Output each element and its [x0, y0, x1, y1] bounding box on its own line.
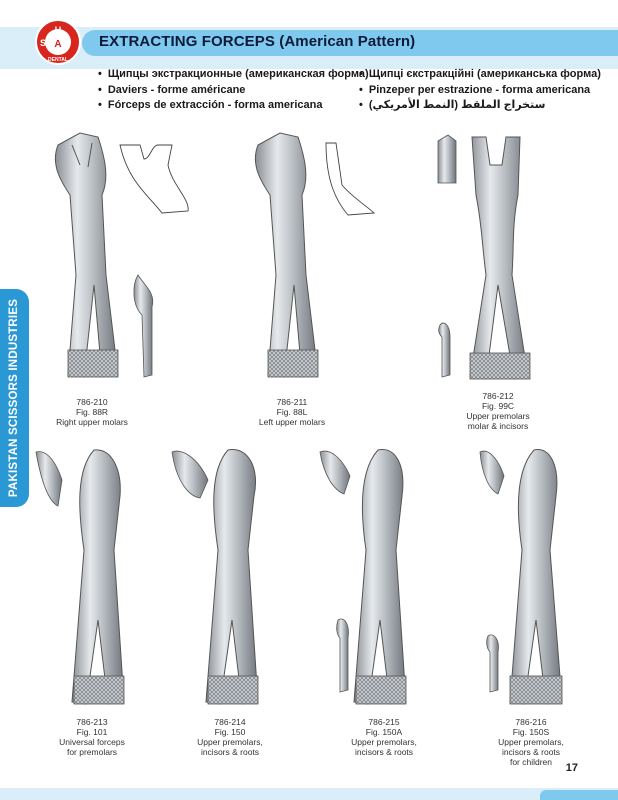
product-code: 786-210 — [76, 397, 108, 407]
side-tab — [0, 289, 29, 507]
bullet-item: Щипці єкстракційні (американська форма) — [359, 67, 601, 83]
bullet-item: Щипцы экстракционные (американская форма… — [98, 67, 369, 83]
forceps-image — [254, 132, 376, 378]
bullet-item: Fórceps de extracción - forma americana — [98, 98, 369, 114]
product-fig: Fig. 88L — [276, 407, 308, 417]
product-786-211 — [240, 125, 400, 395]
product-786-213 — [34, 440, 154, 715]
product-fig: Fig. 150 — [214, 727, 246, 737]
footer-pill — [540, 790, 618, 800]
product-desc: incisors & roots — [501, 747, 561, 757]
product-786-210 — [40, 125, 200, 395]
product-code: 786-215 — [368, 717, 400, 727]
product-caption: 786-214 Fig. 150 Upper premolars, inciso… — [175, 717, 285, 757]
bullet-item: ستخراج الملقط (النمط الأمريكي) — [359, 98, 601, 114]
product-desc: Universal forceps — [59, 737, 125, 747]
product-desc: Upper premolars, — [351, 737, 417, 747]
logo-letter-a: A — [54, 39, 61, 50]
forceps-image — [35, 449, 125, 705]
forceps-image — [479, 449, 563, 705]
product-caption: 786-213 Fig. 101 Universal forceps for p… — [37, 717, 147, 757]
product-786-214 — [168, 440, 288, 715]
product-fig: Fig. 150S — [512, 727, 550, 737]
product-caption: 786-210 Fig. 88R Right upper molars — [37, 397, 147, 427]
logo-letter-s: S — [40, 38, 46, 48]
product-desc: Upper premolars, — [197, 737, 263, 747]
product-caption: 786-216 Fig. 150S Upper premolars, incis… — [476, 717, 586, 767]
forceps-image — [171, 449, 259, 705]
forceps-image — [54, 132, 189, 378]
header-pill — [82, 30, 618, 56]
product-caption: 786-215 Fig. 150A Upper premolars, incis… — [329, 717, 439, 757]
product-code: 786-214 — [214, 717, 246, 727]
product-code: 786-216 — [515, 717, 547, 727]
product-desc: Upper premolars — [466, 411, 530, 421]
product-code: 786-211 — [276, 397, 308, 407]
product-code: 786-213 — [76, 717, 108, 727]
product-desc: incisors & roots — [354, 747, 414, 757]
product-fig: Fig. 101 — [76, 727, 108, 737]
product-786-215 — [316, 440, 436, 715]
product-fig: Fig. 150A — [365, 727, 403, 737]
product-desc: for children — [509, 757, 553, 767]
page-title: EXTRACTING FORCEPS (American Pattern) — [99, 33, 416, 50]
bullet-item: Pinzeper per estrazione - forma american… — [359, 83, 601, 99]
product-desc: Upper premolars, — [498, 737, 564, 747]
product-caption: 786-212 Fig. 99C Upper premolars molar &… — [443, 391, 553, 431]
product-code: 786-212 — [482, 391, 514, 401]
product-desc: molar & incisors — [467, 421, 529, 431]
logo-letter-u: U — [55, 25, 62, 35]
language-list-right: Щипці єкстракційні (американська форма) … — [359, 67, 601, 114]
footer-band — [0, 788, 618, 800]
language-list-left: Щипцы экстракционные (американская форма… — [98, 67, 369, 114]
page-number: 17 — [565, 762, 578, 774]
usa-dental-logo: U S A DENTAL — [35, 19, 81, 65]
logo-dental: DENTAL — [48, 57, 68, 63]
product-fig: Fig. 99C — [481, 401, 515, 411]
product-desc: incisors & roots — [200, 747, 260, 757]
arabic-text: ستخراج الملقط (النمط الأمريكي) — [368, 99, 546, 111]
bullet-item: Daviers - forme américane — [98, 83, 369, 99]
product-786-212 — [428, 125, 568, 395]
product-desc: for premolars — [66, 747, 118, 757]
forceps-image — [319, 449, 407, 705]
side-tab-label: PAKISTAN SCISSORS INDUSTRIES — [8, 298, 20, 498]
forceps-image — [437, 134, 531, 380]
product-786-216 — [474, 440, 584, 715]
product-desc: Left upper molars — [258, 417, 326, 427]
product-fig: Fig. 88R — [75, 407, 109, 417]
product-caption: 786-211 Fig. 88L Left upper molars — [237, 397, 347, 427]
product-desc: Right upper molars — [56, 417, 128, 427]
